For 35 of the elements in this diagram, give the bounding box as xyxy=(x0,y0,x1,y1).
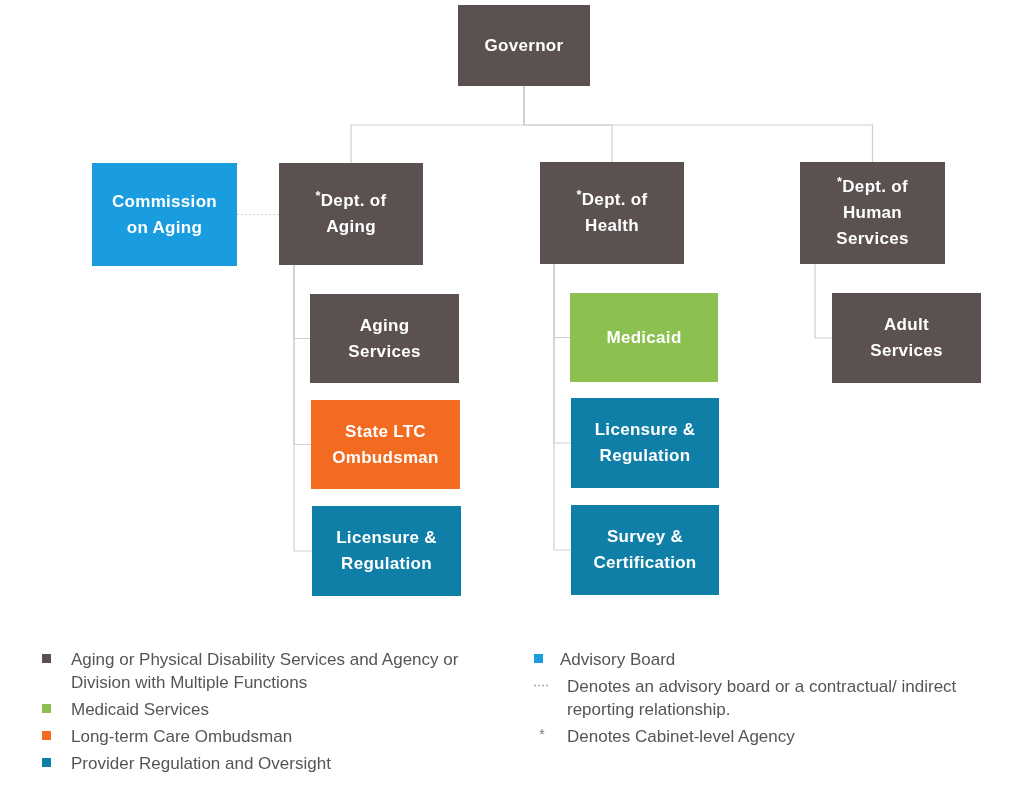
box-label: Licensure & Regulation xyxy=(593,419,697,467)
box-label: State LTC Ombudsman xyxy=(331,420,440,469)
legend-label: Medicaid Services xyxy=(71,699,209,721)
agency-box xyxy=(540,162,684,264)
ombudsman-box xyxy=(311,400,460,489)
box-label: Adult Services xyxy=(869,314,944,362)
box-label: Commission on Aging xyxy=(112,190,217,239)
legend-label: Denotes Cabinet-level Agency xyxy=(567,726,795,748)
asterisk-symbol: * xyxy=(538,727,546,744)
legend-label: Aging or Physical Disability Services and Agency or Division with Multiple Functions xyxy=(71,649,460,694)
box-label: Medicaid xyxy=(606,326,682,349)
connector-line xyxy=(293,264,313,552)
regulation-box xyxy=(312,506,461,596)
legend-label: Advisory Board xyxy=(560,649,676,671)
regulation-box xyxy=(571,398,719,488)
box-label: $^{*}$Dept. of Aging xyxy=(314,188,388,238)
box-label: Governor xyxy=(484,34,564,57)
box-label: Licensure & Regulation xyxy=(335,527,438,575)
medicaid-box xyxy=(570,293,718,382)
agency-box xyxy=(310,294,459,383)
box-label: $^{*}$Dept. of Health xyxy=(575,187,649,237)
advisory-box xyxy=(92,163,237,266)
box-label: Survey & Certification xyxy=(592,526,698,574)
agency-box xyxy=(279,163,423,265)
box-label: $^{*}$Dept. of Human Services xyxy=(835,174,910,250)
legend-label: Provider Regulation and Oversight xyxy=(71,753,331,775)
agency-box xyxy=(458,5,590,86)
connector-line xyxy=(553,263,572,551)
legend-label: Denotes an advisory board or a contractual/ indirect reporting relationship. xyxy=(567,676,958,721)
box-label: Aging Services xyxy=(347,314,422,363)
agency-box xyxy=(800,162,945,264)
connector-line xyxy=(814,263,833,339)
legend-label: Long-term Care Ombudsman xyxy=(71,726,293,748)
agency-box xyxy=(832,293,981,383)
regulation-box xyxy=(571,505,719,595)
